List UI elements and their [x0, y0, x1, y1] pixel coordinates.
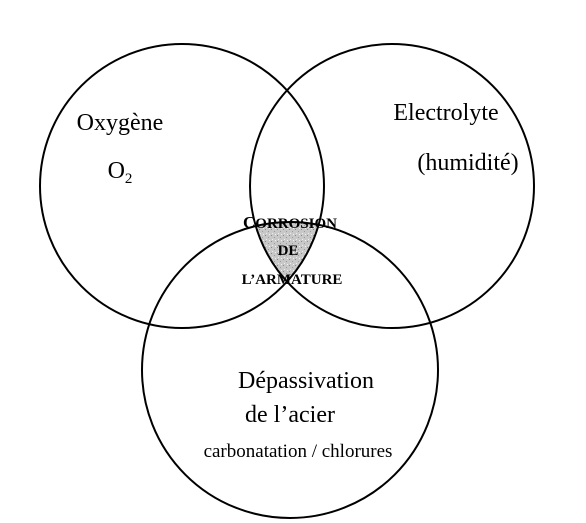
electrolyte-title: Electrolyte [393, 100, 498, 126]
center-line-3: L’ARMATURE [242, 272, 343, 288]
oxygen-circle [39, 43, 325, 329]
center-line-1-rest: ORROSION [255, 216, 337, 232]
center-line-1: CORROSION [243, 213, 337, 232]
depassivation-line-3: carbonatation / chlorures [204, 441, 393, 462]
electrolyte-subtitle: (humidité) [417, 150, 518, 176]
oxygen-formula-subscript: 2 [125, 171, 133, 187]
center-line-2: DE [278, 243, 299, 259]
electrolyte-circle [249, 43, 535, 329]
depassivation-circle [141, 221, 439, 519]
depassivation-line-2: de l’acier [245, 402, 335, 428]
depassivation-line-1: Dépassivation [238, 368, 374, 394]
oxygen-formula: O2 [108, 158, 133, 187]
oxygen-formula-base: O [108, 158, 125, 184]
oxygen-title: Oxygène [77, 110, 164, 136]
center-line-1-initial: C [243, 213, 255, 232]
